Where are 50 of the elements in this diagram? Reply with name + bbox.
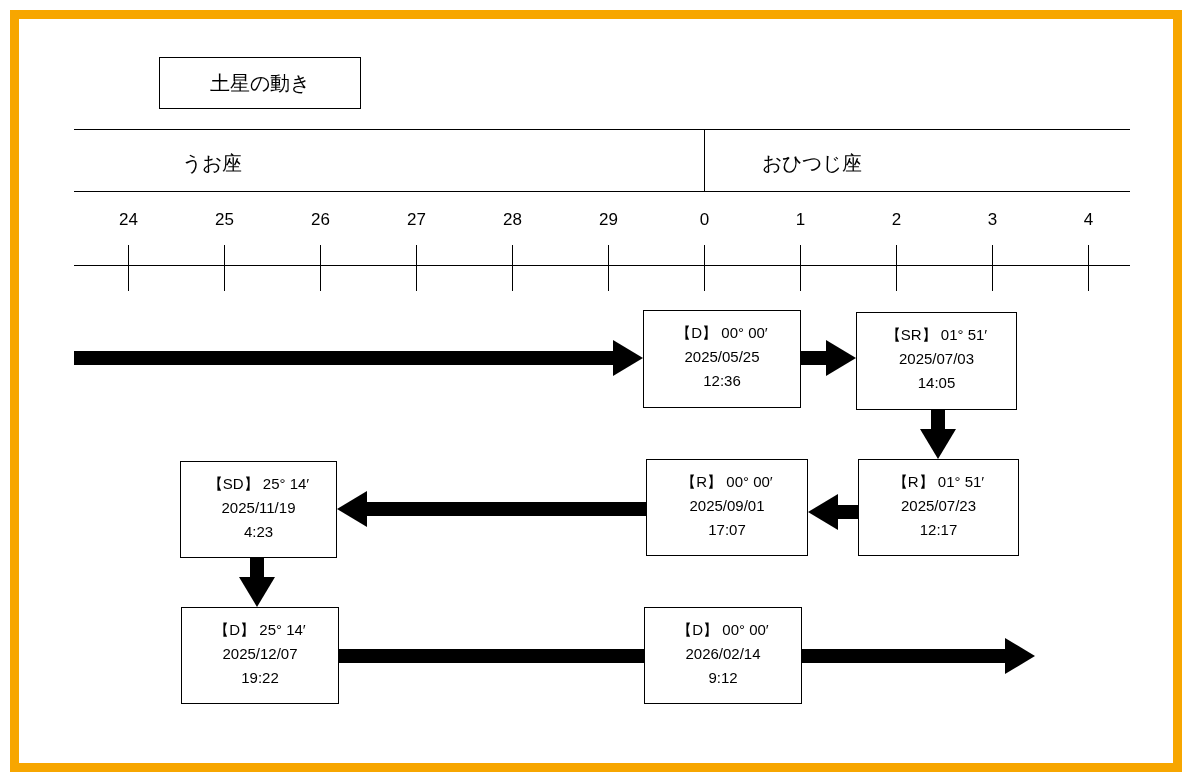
arrow: [337, 491, 646, 527]
degree-number: 3: [987, 210, 998, 228]
event-date: 2025/11/19: [221, 497, 296, 518]
degree-number: 29: [599, 210, 618, 228]
constellation-label: うお座: [182, 153, 242, 173]
station-degree: 【D】 00° 00′: [677, 619, 769, 640]
arrow: [808, 494, 858, 530]
arrow: [239, 558, 275, 607]
event-time: 12:36: [703, 371, 741, 391]
title-box: [159, 57, 361, 109]
event-time: 12:17: [919, 519, 958, 540]
arrow: [920, 410, 956, 459]
degree-number: 1: [795, 210, 806, 228]
degree-number: 4: [1083, 210, 1094, 228]
event-time: 9:12: [708, 667, 738, 688]
event-time: 14:05: [917, 373, 956, 393]
degree-number: 2: [891, 210, 902, 228]
degree-number: 26: [311, 210, 330, 228]
event-box: [180, 461, 337, 558]
event-date: 2025/07/03: [898, 349, 975, 369]
degree-number: 27: [407, 210, 426, 228]
station-degree: 【D】 00° 00′: [676, 323, 768, 343]
event-box: [858, 459, 1019, 556]
box-label: 土星の動き: [210, 71, 310, 96]
event-date: 2025/05/25: [684, 347, 760, 367]
station-degree: 【R】 00° 00′: [681, 471, 773, 492]
station-degree: 【SD】 25° 14′: [207, 473, 310, 494]
event-date: 2025/12/07: [222, 643, 298, 664]
arrow: [802, 638, 1035, 674]
event-date: 2025/09/01: [689, 495, 765, 516]
constellation-label: おひつじ座: [762, 153, 862, 173]
station-degree: 【D】 25° 14′: [214, 619, 306, 640]
arrow: [74, 340, 643, 376]
event-date: 2025/07/23: [900, 495, 977, 516]
event-box: [643, 310, 801, 408]
degree-number: 0: [699, 210, 710, 228]
event-box: [644, 607, 802, 704]
arrow: [801, 340, 856, 376]
station-degree: 【R】 01° 51′: [892, 471, 985, 492]
event-time: 19:22: [241, 667, 279, 688]
event-box: [181, 607, 339, 704]
degree-number: 25: [215, 210, 234, 228]
event-date: 2026/02/14: [685, 643, 761, 664]
degree-number: 28: [503, 210, 522, 228]
degree-number: 24: [119, 210, 138, 228]
event-box: [856, 312, 1017, 410]
event-box: [646, 459, 808, 556]
event-time: 4:23: [243, 521, 274, 542]
station-degree: 【SR】 01° 51′: [885, 325, 988, 345]
event-time: 17:07: [708, 519, 746, 540]
